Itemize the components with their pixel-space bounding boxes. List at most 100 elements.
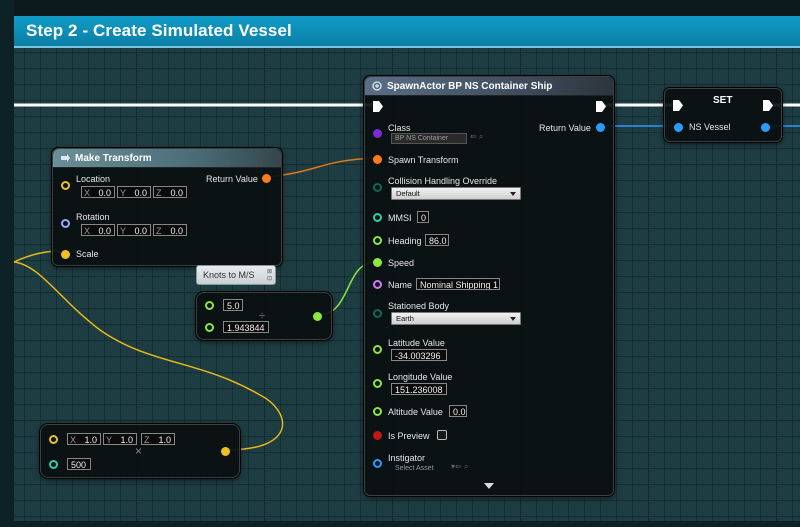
set-node[interactable]: SET NS Vessel: [664, 88, 782, 142]
set-exec-in-pin[interactable]: [673, 100, 683, 111]
comment-frame-bottom: [0, 521, 800, 527]
collision-dropdown[interactable]: Default: [391, 187, 521, 200]
longitude-field[interactable]: 151.236008: [391, 383, 447, 395]
comment-bubble-text: Knots to M/S: [203, 270, 255, 280]
rotation-label: Rotation: [76, 212, 110, 222]
mmsi-label: MMSI: [388, 213, 412, 223]
is-preview-checkbox[interactable]: [437, 430, 447, 440]
make-transform-header[interactable]: Make Transform: [53, 149, 281, 168]
comment-bubble[interactable]: Knots to M/S ⊠⊡: [196, 265, 276, 285]
return-value-pin[interactable]: [596, 123, 605, 132]
scale-pin[interactable]: [61, 250, 70, 259]
divide-node[interactable]: 5.0 1.943844 ÷: [196, 292, 332, 340]
multiply-int-pin[interactable]: [49, 460, 58, 469]
stationed-body-label: Stationed Body: [388, 301, 450, 311]
location-label: Location: [76, 174, 111, 184]
altitude-pin[interactable]: [373, 407, 382, 416]
is-preview-pin[interactable]: [373, 431, 382, 440]
divide-out-pin[interactable]: [313, 312, 322, 321]
stationed-body-dropdown[interactable]: Earth: [391, 312, 521, 325]
set-exec-out-pin[interactable]: [763, 100, 773, 111]
spawn-icon: [372, 81, 383, 91]
transform-return-pin[interactable]: [262, 174, 271, 183]
divide-b-pin[interactable]: [205, 323, 214, 332]
latitude-field[interactable]: -34.003296: [391, 349, 447, 361]
graph-top-strip: [0, 0, 800, 16]
divide-a-field[interactable]: 5.0: [223, 299, 243, 311]
ns-vessel-label: NS Vessel: [689, 122, 731, 132]
transform-return-label: Return Value: [206, 174, 258, 184]
chevron-down-icon: [510, 317, 516, 321]
longitude-label: Longitude Value: [388, 372, 453, 382]
heading-pin[interactable]: [373, 236, 382, 245]
return-value-label: Return Value: [539, 123, 591, 133]
name-field[interactable]: Nominal Shipping 1: [416, 278, 500, 290]
spawn-actor-title: SpawnActor BP NS Container Ship: [387, 81, 553, 92]
instigator-browse-icons[interactable]: ▾⇐ ⌕: [451, 462, 469, 471]
instigator-label: Instigator: [388, 453, 426, 463]
divide-operator: ÷: [259, 310, 266, 322]
spawn-actor-node[interactable]: SpawnActor BP NS Container Ship Class BP…: [364, 76, 614, 496]
class-selector[interactable]: BP NS Container: [391, 133, 467, 144]
comment-box-header[interactable]: Step 2 - Create Simulated Vessel: [14, 16, 800, 48]
is-preview-label: Is Preview: [388, 431, 430, 441]
speed-label: Speed: [388, 258, 415, 268]
latitude-label: Latitude Value: [388, 338, 445, 348]
name-label: Name: [388, 280, 413, 290]
exec-in-pin[interactable]: [373, 101, 383, 112]
mmsi-field[interactable]: 0: [417, 211, 429, 223]
altitude-field[interactable]: 0.0: [449, 405, 467, 417]
expand-advanced-icon[interactable]: [484, 483, 494, 489]
class-label: Class: [388, 123, 411, 133]
location-pin[interactable]: [61, 181, 70, 190]
spawn-transform-label: Spawn Transform: [388, 155, 459, 165]
speed-pin[interactable]: [373, 258, 382, 267]
instigator-pin[interactable]: [373, 459, 382, 468]
altitude-label: Altitude Value: [388, 407, 443, 417]
function-icon: [60, 153, 71, 163]
collision-pin[interactable]: [373, 183, 382, 192]
divide-a-pin[interactable]: [205, 301, 214, 310]
stationed-body-pin[interactable]: [373, 309, 382, 318]
collision-label: Collision Handling Override: [388, 176, 498, 186]
heading-label: Heading: [388, 236, 422, 246]
chevron-down-icon: [510, 192, 516, 196]
comment-frame-left: [0, 0, 14, 527]
mmsi-pin[interactable]: [373, 213, 382, 222]
scale-label: Scale: [76, 249, 99, 259]
spawn-actor-header[interactable]: SpawnActor BP NS Container Ship: [365, 77, 613, 96]
make-transform-title: Make Transform: [75, 153, 152, 164]
bubble-pin-icon[interactable]: ⊠⊡: [266, 269, 272, 282]
transform-wire: [265, 157, 377, 178]
latitude-pin[interactable]: [373, 345, 382, 354]
name-pin[interactable]: [373, 280, 382, 289]
class-browse-icons[interactable]: ⇐ ⌕: [470, 132, 484, 141]
divide-b-field[interactable]: 1.943844: [223, 321, 269, 333]
rotation-pin[interactable]: [61, 219, 70, 228]
multiply-int-field[interactable]: 500: [67, 458, 91, 470]
ns-vessel-out-pin[interactable]: [761, 123, 770, 132]
longitude-pin[interactable]: [373, 379, 382, 388]
ns-vessel-in-pin[interactable]: [674, 123, 683, 132]
class-pin[interactable]: [373, 129, 382, 138]
set-title: SET: [713, 95, 733, 106]
heading-field[interactable]: 86.0: [425, 234, 449, 246]
comment-title: Step 2 - Create Simulated Vessel: [26, 21, 292, 40]
multiply-vector-pin[interactable]: [49, 435, 58, 444]
instigator-selector[interactable]: Select Asset: [395, 465, 434, 472]
exec-out-pin[interactable]: [596, 101, 606, 112]
spawn-transform-pin[interactable]: [373, 155, 382, 164]
multiply-out-pin[interactable]: [221, 447, 230, 456]
